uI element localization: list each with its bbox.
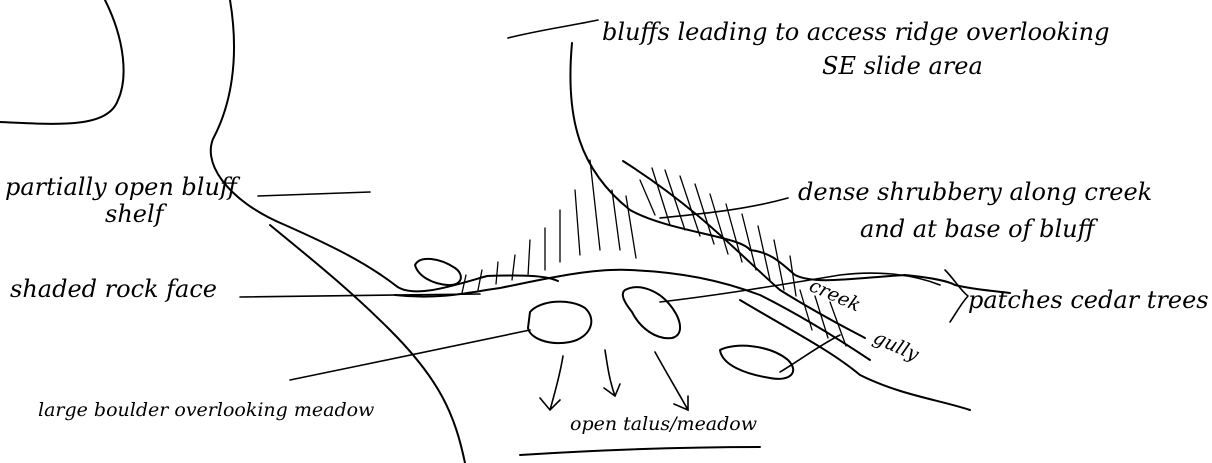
leader-bluffs bbox=[508, 20, 598, 38]
leader-bluff-shelf bbox=[258, 192, 370, 196]
label-bluff-shelf-line1: partially open bluff bbox=[5, 173, 241, 201]
boulders bbox=[415, 259, 793, 379]
label-talus: open talus/meadow bbox=[570, 413, 757, 435]
label-shaded-rock: shaded rock face bbox=[10, 275, 217, 303]
shrubbery-hatching bbox=[462, 160, 846, 346]
boulder-middle bbox=[623, 287, 680, 338]
shaded-rock-shape bbox=[415, 259, 461, 285]
label-shrubbery-line1: dense shrubbery along creek bbox=[798, 178, 1152, 206]
arrow-left bbox=[540, 356, 563, 410]
label-bluffs-line2: SE slide area bbox=[822, 52, 983, 80]
upper-bluff-line bbox=[0, 0, 124, 124]
leader-cedar-brace bbox=[945, 270, 968, 322]
labels: bluffs leading to access ridge overlooki… bbox=[5, 18, 1209, 435]
boulder-large bbox=[528, 302, 591, 343]
arrow-right bbox=[655, 352, 688, 410]
arrow-middle bbox=[604, 350, 620, 396]
leader-boulder bbox=[290, 330, 530, 380]
boulder-right bbox=[720, 346, 793, 379]
label-boulder: large boulder overlooking meadow bbox=[38, 399, 374, 421]
label-bluffs-line1: bluffs leading to access ridge overlooki… bbox=[602, 18, 1110, 46]
label-shrubbery-line2: and at base of bluff bbox=[860, 215, 1099, 243]
label-gully: gully bbox=[870, 326, 922, 365]
label-bluff-shelf-line2: shelf bbox=[105, 200, 168, 228]
meadow-bottom-line bbox=[520, 447, 760, 455]
bluff-edge-line bbox=[211, 0, 558, 291]
label-cedar: patches cedar trees bbox=[968, 286, 1209, 314]
meadow-arrows bbox=[540, 350, 688, 410]
creek-lower-bank bbox=[740, 300, 970, 410]
